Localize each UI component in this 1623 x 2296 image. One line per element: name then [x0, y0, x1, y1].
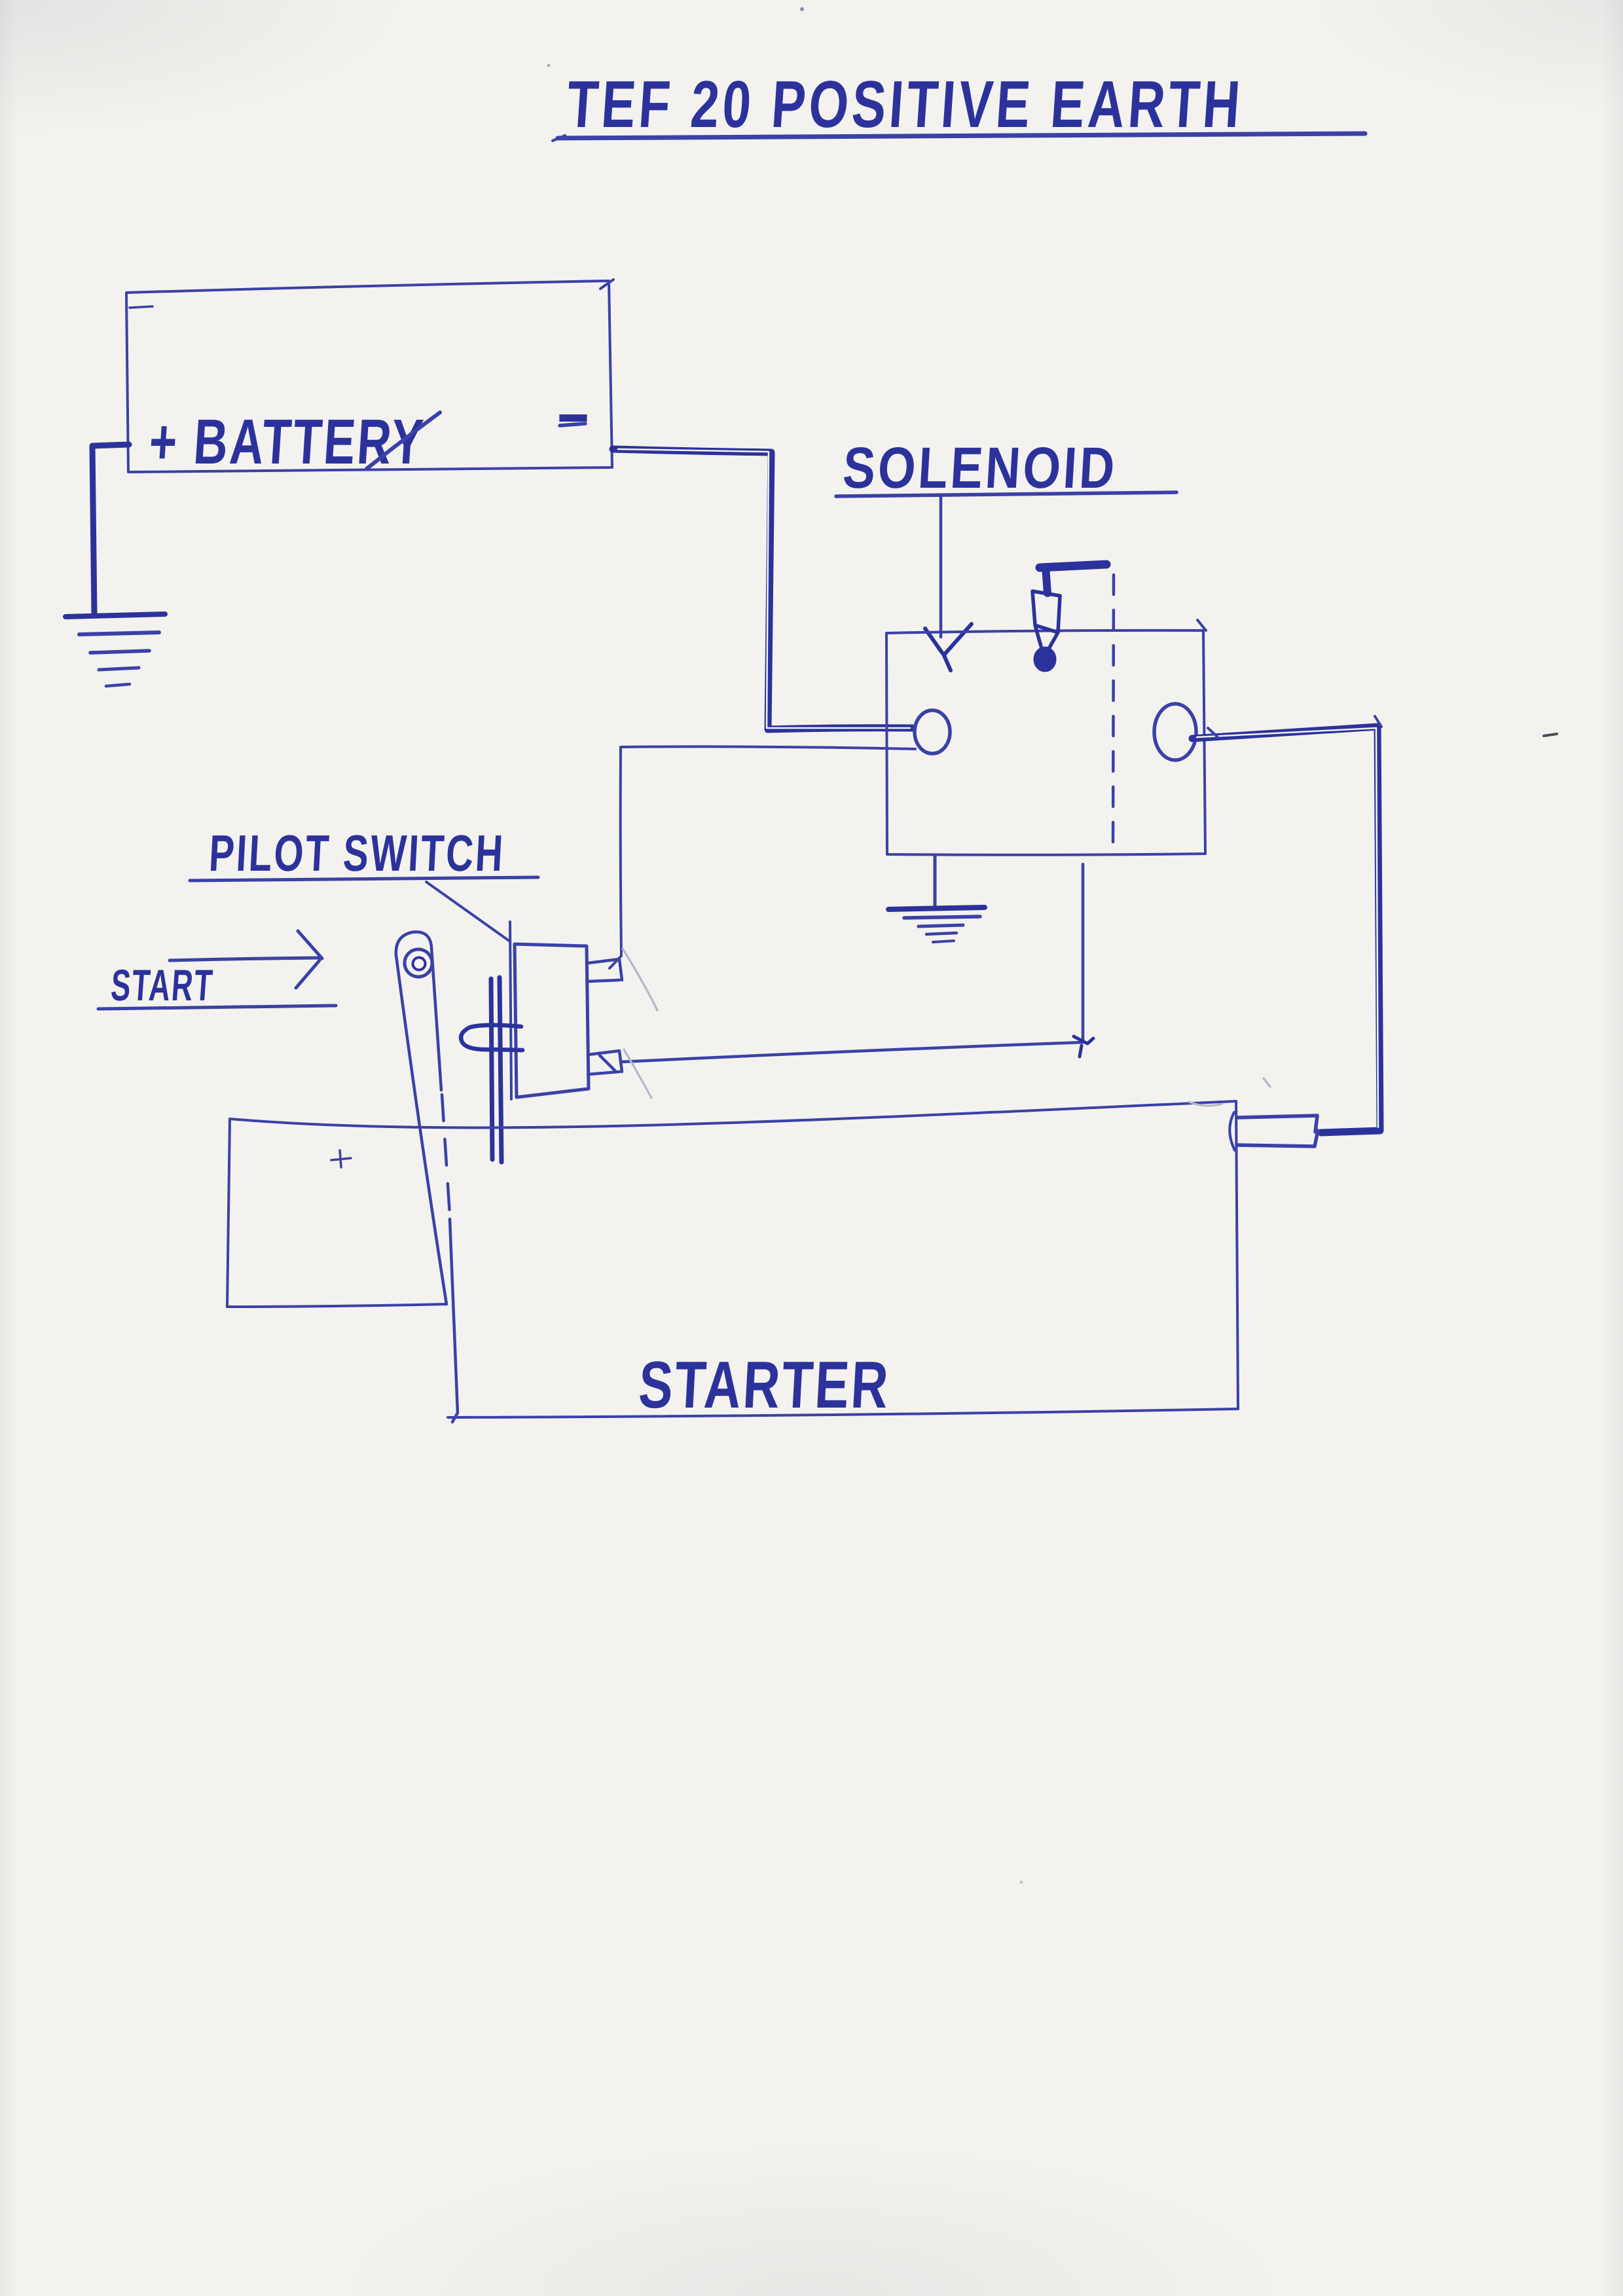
solenoid-dashed-linkage	[1111, 573, 1116, 853]
wire-solenoid-to-starter	[1188, 723, 1384, 1137]
lever-line-right-dashed	[440, 1093, 452, 1217]
solenoid-box	[885, 629, 1207, 856]
wire-split-highlight-1	[617, 448, 911, 729]
starter-box-right-edge	[1235, 1100, 1239, 1410]
title-underline	[555, 131, 1368, 141]
starter-terminal-block	[1235, 1114, 1320, 1148]
switch-actuator-rod-right	[497, 975, 504, 1165]
linkage-junction-tick	[1072, 1034, 1095, 1059]
page-title: TEF 20 POSITIVE EARTH	[564, 67, 1245, 141]
battery-negative-sign: −	[557, 380, 589, 454]
battery-box-corner-arrow-tick	[599, 278, 615, 290]
start-arrow-head	[294, 929, 324, 990]
starter-box-top-edge	[228, 1100, 1237, 1129]
lever-top-cap	[394, 930, 433, 957]
paper-specks	[547, 7, 1558, 1884]
solenoid-right-terminal	[1152, 702, 1198, 762]
switch-back-plate	[509, 920, 513, 1101]
battery-negative-tick	[558, 422, 587, 428]
solenoid-earth-bar-4	[924, 931, 958, 936]
pilot-switch-pointer	[425, 881, 511, 943]
speck-top	[800, 7, 804, 11]
switch-lower-terminal	[586, 1049, 624, 1076]
lever-pivot-ring	[403, 947, 434, 979]
solenoid-plunger	[1030, 560, 1111, 672]
switch-actuator-rod-left	[488, 976, 495, 1162]
solenoid-label: SOLENOID	[841, 436, 1119, 501]
battery-group: + BATTERY −	[63, 278, 917, 733]
switch-body	[513, 942, 591, 1099]
earth-bar-4	[97, 666, 141, 672]
solenoid-left-terminal	[913, 708, 952, 756]
plunger-tip-blob	[1033, 646, 1057, 672]
solenoid-earth-bar-5	[932, 939, 955, 943]
start-label: START	[109, 961, 215, 1010]
battery-box-inner-tick	[128, 305, 154, 309]
pencil-mark-lower	[623, 1048, 653, 1099]
lever-arm-group	[330, 930, 460, 1424]
lever-line-left	[394, 953, 448, 1306]
title-group: TEF 20 POSITIVE EARTH	[551, 67, 1368, 142]
solenoid-earth-bar-3	[917, 923, 965, 928]
pencil-mark-terminal	[1188, 1077, 1271, 1107]
starter-terminal-curl	[1228, 1111, 1236, 1152]
start-underline	[96, 1004, 338, 1011]
battery-earth-symbol	[63, 611, 168, 688]
solenoid-underline	[834, 490, 1178, 498]
solenoid-earth-bar-2	[902, 915, 982, 920]
starter-box-bottom-edge	[447, 1408, 1239, 1419]
start-arrow-shaft	[168, 956, 322, 962]
starter-label: STARTER	[637, 1348, 892, 1422]
battery-label: + BATTERY	[147, 407, 428, 478]
plunger-shaft-outline	[1030, 589, 1062, 649]
earth-bar-2	[77, 630, 161, 636]
linkage-group	[619, 862, 1095, 1064]
lever-small-cross-tick	[330, 1149, 352, 1169]
plunger-stem	[1042, 563, 1051, 597]
battery-box	[125, 280, 613, 473]
earth-bar-1	[63, 611, 168, 619]
wire-crossing-tick	[1207, 727, 1219, 738]
battery-label-slash	[365, 410, 442, 471]
switch-actuator-clip	[458, 1023, 525, 1053]
pilot-switch-label: PILOT SWITCH	[208, 825, 506, 882]
wire-battery-positive-to-earth	[89, 441, 132, 617]
speck-lower	[1019, 1880, 1023, 1884]
pilot-switch-underline	[188, 875, 540, 883]
wire-split-highlight-2	[1195, 727, 1379, 1129]
pencil-mark-upper	[621, 947, 659, 1011]
solenoid-earth-bar-1	[886, 905, 987, 912]
starter-box-notch-edge	[226, 1303, 448, 1308]
lever-pivot-hole	[411, 956, 427, 972]
solenoid-group: SOLENOID	[834, 436, 1384, 1137]
title-underline-tick	[551, 134, 566, 142]
speck-right-margin	[1542, 733, 1558, 737]
lever-line-right-lower	[448, 1217, 460, 1424]
lever-line-right-upper	[429, 945, 443, 1092]
solenoid-earth-symbol	[886, 853, 987, 943]
earth-bar-5	[104, 682, 132, 688]
speck-title	[547, 64, 551, 67]
wire-switch-upper-to-solenoid	[619, 745, 917, 750]
starter-group: STARTER	[226, 1077, 1320, 1422]
pilot-switch-group: PILOT SWITCH	[188, 745, 917, 1424]
plunger-top-bar	[1035, 560, 1111, 572]
solenoid-box-corner-tick	[1196, 619, 1207, 632]
earth-bar-3	[88, 649, 151, 655]
start-group: START	[96, 929, 338, 1011]
wire-switch-upper-riser	[608, 746, 623, 970]
starter-box-left-edge	[226, 1118, 231, 1308]
wire-corner-tick	[1374, 715, 1383, 728]
wire-switch-lower-to-linkage	[619, 1040, 1085, 1064]
switch-upper-terminal	[586, 957, 624, 983]
